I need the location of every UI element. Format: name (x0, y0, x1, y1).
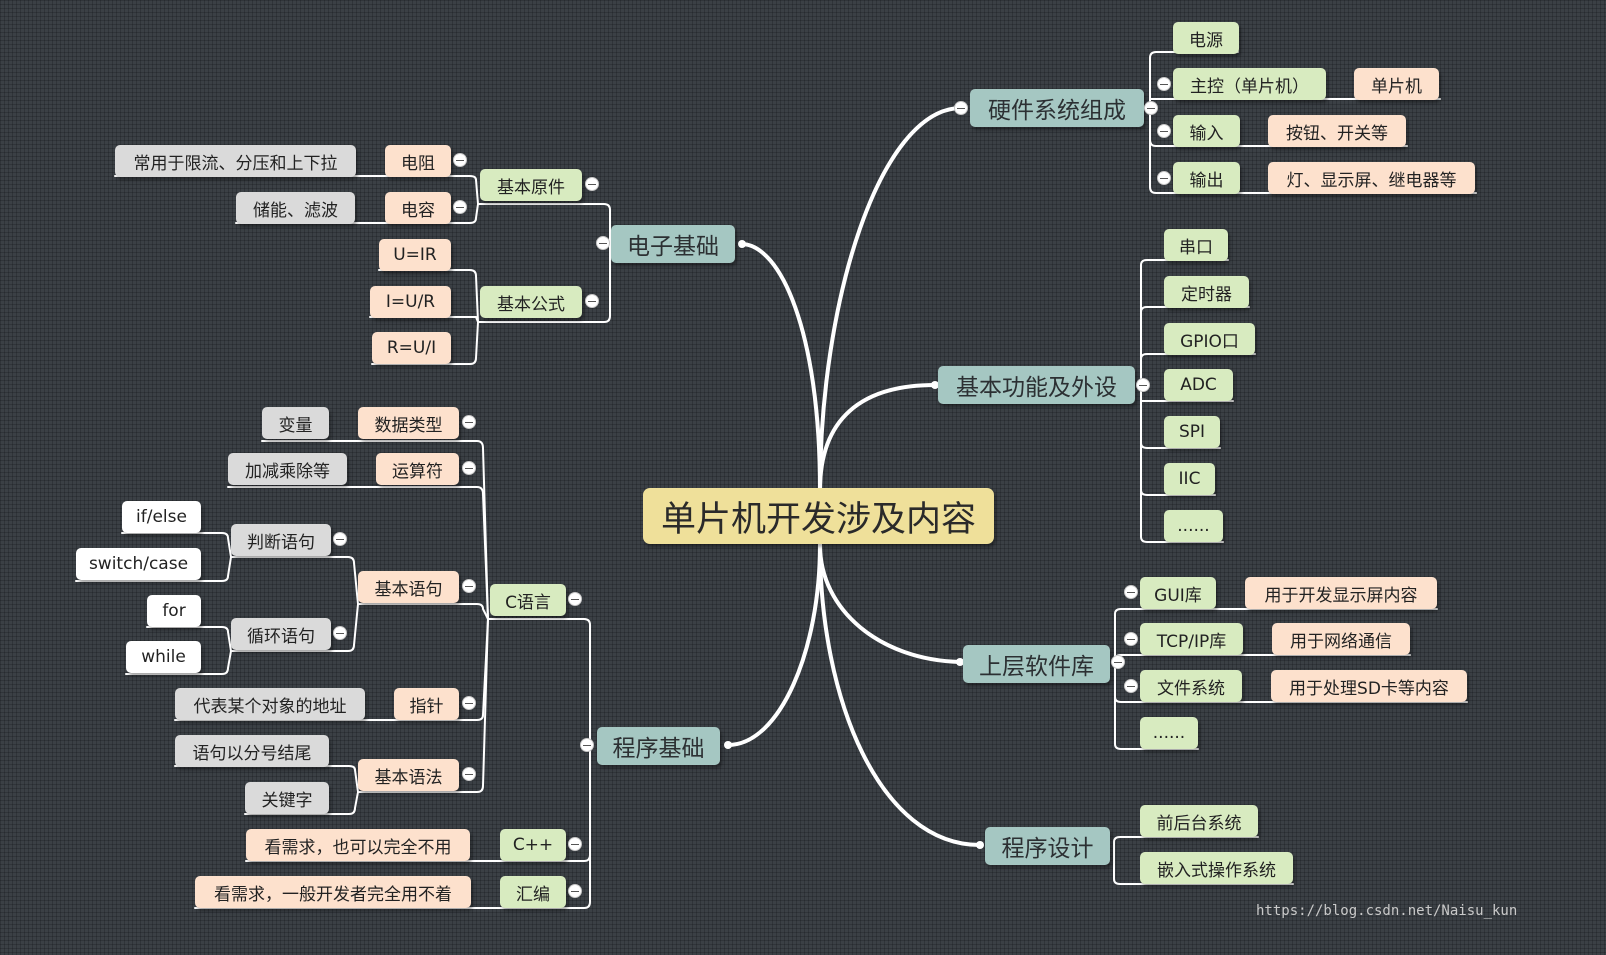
node-capacitor[interactable]: 电容 (385, 192, 451, 224)
node-formula-iur[interactable]: I=U/R (370, 286, 451, 318)
collapse-c-icon[interactable] (568, 592, 582, 606)
node-adc[interactable]: ADC (1164, 369, 1233, 401)
node-c-language[interactable]: C语言 (490, 584, 566, 616)
node-conditional-statement[interactable]: 判断语句 (231, 524, 331, 556)
node-pointer-detail[interactable]: 代表某个对象的地址 (175, 688, 365, 720)
node-keywords[interactable]: 关键字 (245, 782, 329, 814)
node-switch-case[interactable]: switch/case (76, 548, 201, 580)
node-output[interactable]: 输出 (1173, 162, 1240, 194)
topic-electronics[interactable]: 电子基础 (611, 225, 735, 263)
collapse-loop-icon[interactable] (333, 626, 347, 640)
collapse-capacitor-icon[interactable] (453, 200, 467, 214)
topic-software-libs[interactable]: 上层软件库 (963, 645, 1110, 683)
collapse-programming-icon[interactable] (580, 738, 594, 752)
collapse-syntax-icon[interactable] (462, 767, 476, 781)
node-embedded-os[interactable]: 嵌入式操作系统 (1140, 852, 1293, 884)
node-data-type[interactable]: 数据类型 (358, 407, 459, 439)
collapse-software-icon[interactable] (1111, 655, 1125, 669)
node-pointer[interactable]: 指针 (394, 688, 459, 720)
node-peripherals-more[interactable]: ...... (1164, 510, 1223, 542)
collapse-statements-icon[interactable] (462, 579, 476, 593)
node-timer[interactable]: 定时器 (1164, 276, 1249, 308)
node-while[interactable]: while (126, 641, 201, 673)
node-formula-rui[interactable]: R=U/I (372, 332, 451, 364)
node-gui-detail[interactable]: 用于开发显示屏内容 (1245, 577, 1437, 609)
collapse-hardware-icon[interactable] (954, 101, 968, 115)
node-basic-syntax[interactable]: 基本语法 (358, 759, 459, 791)
collapse-tcpip-icon[interactable] (1124, 632, 1138, 646)
node-basic-components[interactable]: 基本原件 (480, 169, 582, 201)
topic-program-design[interactable]: 程序设计 (985, 827, 1110, 865)
collapse-peripherals-icon[interactable] (1136, 378, 1150, 392)
collapse-cpp-icon[interactable] (568, 837, 582, 851)
collapse-operator-icon[interactable] (462, 461, 476, 475)
node-tcpip-detail[interactable]: 用于网络通信 (1272, 623, 1410, 655)
node-semicolon-rule[interactable]: 语句以分号结尾 (175, 735, 329, 767)
node-resistor-detail[interactable]: 常用于限流、分压和上下拉 (115, 145, 356, 177)
node-cpp-detail[interactable]: 看需求，也可以完全不用 (246, 829, 470, 861)
node-if-else[interactable]: if/else (122, 501, 201, 533)
root-topic[interactable]: 单片机开发涉及内容 (643, 488, 994, 544)
node-uart[interactable]: 串口 (1164, 229, 1228, 261)
collapse-hardware-children-icon[interactable] (1144, 101, 1158, 115)
topic-peripherals[interactable]: 基本功能及外设 (938, 366, 1135, 404)
collapse-formulas-icon[interactable] (585, 294, 599, 308)
node-file-system[interactable]: 文件系统 (1140, 670, 1242, 702)
topic-hardware[interactable]: 硬件系统组成 (970, 89, 1144, 127)
node-formula-uir[interactable]: U=IR (379, 239, 451, 271)
collapse-judge-icon[interactable] (333, 532, 347, 546)
node-input-detail[interactable]: 按钮、开关等 (1268, 115, 1406, 147)
node-basic-formulas[interactable]: 基本公式 (480, 286, 582, 318)
node-for[interactable]: for (147, 595, 201, 627)
collapse-input-icon[interactable] (1157, 124, 1171, 138)
node-output-detail[interactable]: 灯、显示屏、继电器等 (1268, 162, 1475, 194)
collapse-asm-icon[interactable] (568, 884, 582, 898)
node-main-control[interactable]: 主控（单片机） (1173, 68, 1326, 100)
node-assembly[interactable]: 汇编 (500, 876, 566, 908)
node-main-control-detail[interactable]: 单片机 (1354, 68, 1439, 100)
collapse-fs-icon[interactable] (1124, 679, 1138, 693)
node-asm-detail[interactable]: 看需求，一般开发者完全用不着 (195, 876, 471, 908)
collapse-electronics-icon[interactable] (596, 236, 610, 250)
node-foreground-background[interactable]: 前后台系统 (1140, 805, 1258, 837)
node-variable[interactable]: 变量 (262, 407, 329, 439)
collapse-data-type-icon[interactable] (462, 415, 476, 429)
node-iic[interactable]: IIC (1164, 463, 1215, 495)
node-cpp[interactable]: C++ (500, 829, 566, 861)
watermark-url: https://blog.csdn.net/Naisu_kun (1256, 903, 1518, 919)
node-gui-lib[interactable]: GUI库 (1140, 577, 1216, 609)
collapse-pointer-icon[interactable] (462, 696, 476, 710)
collapse-main-control-icon[interactable] (1157, 77, 1171, 91)
node-basic-statements[interactable]: 基本语句 (358, 571, 459, 603)
collapse-output-icon[interactable] (1157, 171, 1171, 185)
topic-programming[interactable]: 程序基础 (597, 727, 720, 765)
node-spi[interactable]: SPI (1164, 416, 1220, 448)
node-tcpip-lib[interactable]: TCP/IP库 (1140, 623, 1243, 655)
node-input[interactable]: 输入 (1173, 115, 1240, 147)
node-power[interactable]: 电源 (1173, 22, 1239, 54)
node-capacitor-detail[interactable]: 储能、滤波 (236, 192, 355, 224)
node-fs-detail[interactable]: 用于处理SD卡等内容 (1271, 670, 1467, 702)
node-resistor[interactable]: 电阻 (385, 145, 451, 177)
node-operator-detail[interactable]: 加减乘除等 (228, 453, 347, 485)
node-software-more[interactable]: ...... (1140, 717, 1198, 749)
node-operator[interactable]: 运算符 (376, 453, 459, 485)
node-loop-statement[interactable]: 循环语句 (231, 618, 331, 650)
collapse-resistor-icon[interactable] (453, 153, 467, 167)
collapse-components-icon[interactable] (585, 177, 599, 191)
collapse-gui-icon[interactable] (1124, 585, 1138, 599)
node-gpio[interactable]: GPIO口 (1164, 323, 1255, 355)
